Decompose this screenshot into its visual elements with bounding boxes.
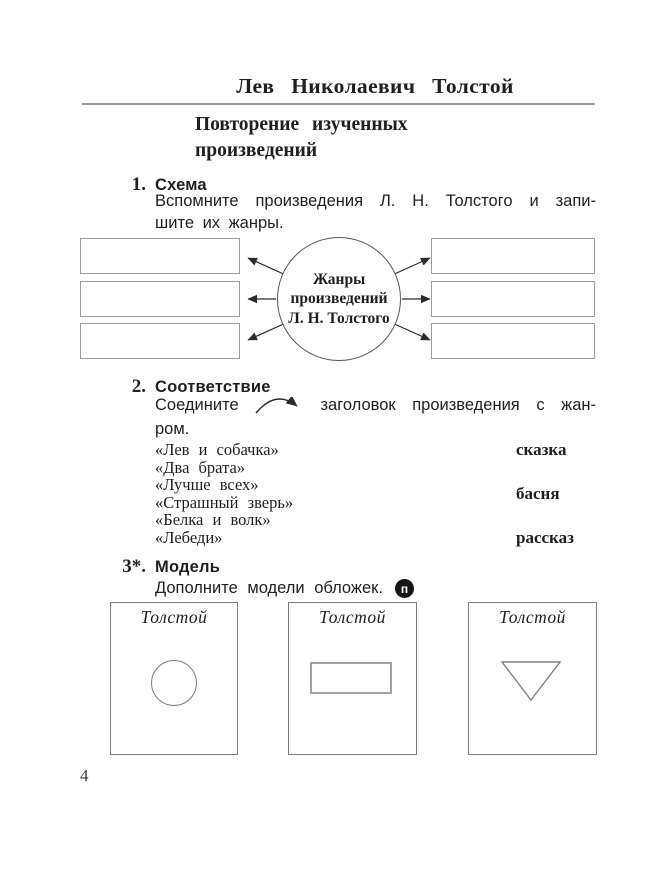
- answer-box-right-2[interactable]: [431, 281, 595, 317]
- work-title: «Лучше всех»: [155, 475, 259, 495]
- circle-shape-icon: [151, 660, 197, 706]
- task2-number: 2.: [131, 376, 146, 397]
- work-title: «Лебеди»: [155, 527, 223, 547]
- task2-instruction-line1: Соедините заголовок произведения с жан-: [155, 395, 596, 416]
- answer-box-left-1[interactable]: [80, 238, 240, 274]
- work-title: «Белка и волк»: [155, 510, 271, 530]
- book-cover-model-triangle[interactable]: Толстой: [468, 602, 597, 755]
- task2-instruction-line2: ром.: [155, 420, 190, 438]
- answer-box-left-2[interactable]: [80, 281, 240, 317]
- cover-author-label: Толстой: [140, 607, 208, 627]
- task1-title: Схема: [155, 176, 207, 194]
- rectangle-shape-icon: [310, 662, 392, 694]
- cover-author-label: Толстой: [319, 607, 386, 627]
- book-cover-model-circle[interactable]: Толстой: [110, 602, 238, 755]
- genre-diagram: Жанры произведений Л. Н. Толстого: [0, 230, 650, 372]
- work-title: «Лев и собачка»: [155, 440, 279, 459]
- cover-models-row: Толстой Толстой Толстой: [0, 602, 650, 755]
- task3-instruction: Дополните модели обложек.: [155, 579, 383, 597]
- genre-label: рассказ: [516, 528, 574, 547]
- answer-box-left-3[interactable]: [80, 323, 240, 359]
- answer-box-right-3[interactable]: [431, 323, 595, 359]
- section-subtitle: Повторение изученных произведений: [195, 112, 408, 164]
- triangle-shape-icon: [500, 661, 562, 702]
- task2-instruction-rest: заголовок произведения с жан-: [320, 396, 596, 414]
- circle-text-line-3: Л. Н. Толстого: [288, 309, 390, 327]
- task1-instruction-line1: Вспомните произведения Л. Н. Толстого и …: [155, 192, 596, 210]
- task2-title: Соответствие: [155, 378, 271, 396]
- circle-text-line-2: произведений: [290, 290, 388, 308]
- title-divider: [82, 103, 595, 105]
- answer-box-right-1[interactable]: [431, 238, 595, 274]
- work-title-list: «Лев и собачка» «Два брата» «Лучше всех»…: [155, 441, 293, 547]
- subtitle-line-2: произведений: [195, 140, 318, 161]
- p-badge-letter: п: [400, 581, 409, 596]
- task3-number: 3*.: [122, 556, 146, 577]
- p-badge-icon: п: [394, 579, 414, 598]
- task1-instruction-line2: шите их жанры.: [155, 214, 284, 232]
- page-title: Лев Николаевич Толстой: [236, 74, 514, 98]
- book-cover-model-rectangle[interactable]: Толстой: [288, 602, 417, 755]
- subtitle-line-1: Повторение изученных: [195, 114, 408, 135]
- task1-number: 1.: [131, 174, 146, 195]
- task3-title: Модель: [155, 558, 221, 576]
- page-number: 4: [80, 766, 89, 785]
- circle-text-line-1: Жанры: [312, 270, 366, 288]
- work-title: «Страшный зверь»: [155, 492, 294, 512]
- connect-arc-arrow-icon: [255, 396, 298, 413]
- genre-label: басня: [516, 484, 560, 503]
- cover-author-label: Толстой: [499, 607, 566, 627]
- task2-instruction-word: Соедините: [155, 396, 239, 414]
- diagram-center-circle: Жанры произведений Л. Н. Толстого: [277, 237, 401, 361]
- work-title: «Два брата»: [155, 457, 246, 477]
- genre-label: сказка: [516, 440, 567, 459]
- task3-instruction-line: Дополните модели обложек. п: [155, 578, 596, 599]
